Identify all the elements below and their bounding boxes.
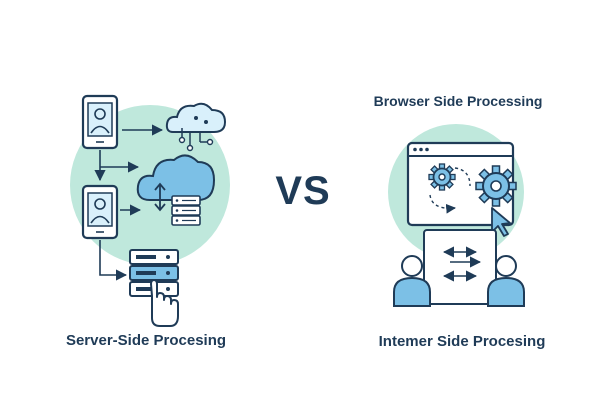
- gear-icon: [428, 163, 456, 191]
- cloud-server-icon: [136, 154, 216, 226]
- internet-side-caption: Intemer Side Procesing: [378, 333, 546, 350]
- vs-label: VS: [275, 169, 331, 213]
- arrow-phone2-to-server: [99, 240, 128, 281]
- person-icon: [487, 255, 525, 307]
- person-icon: [393, 255, 431, 307]
- cloud-network-icon: [165, 102, 227, 152]
- browser-side-title: Browser Side Processing: [373, 93, 543, 109]
- mobile-user-icon: [81, 184, 119, 240]
- server-rack-icon: [129, 249, 179, 297]
- hand-pointer-icon: [150, 279, 179, 327]
- exchange-arrows-icon: [423, 229, 497, 305]
- mobile-user-icon: [81, 94, 119, 150]
- gear-icon: [475, 165, 517, 207]
- server-side-caption: Server-Side Procesing: [65, 332, 227, 349]
